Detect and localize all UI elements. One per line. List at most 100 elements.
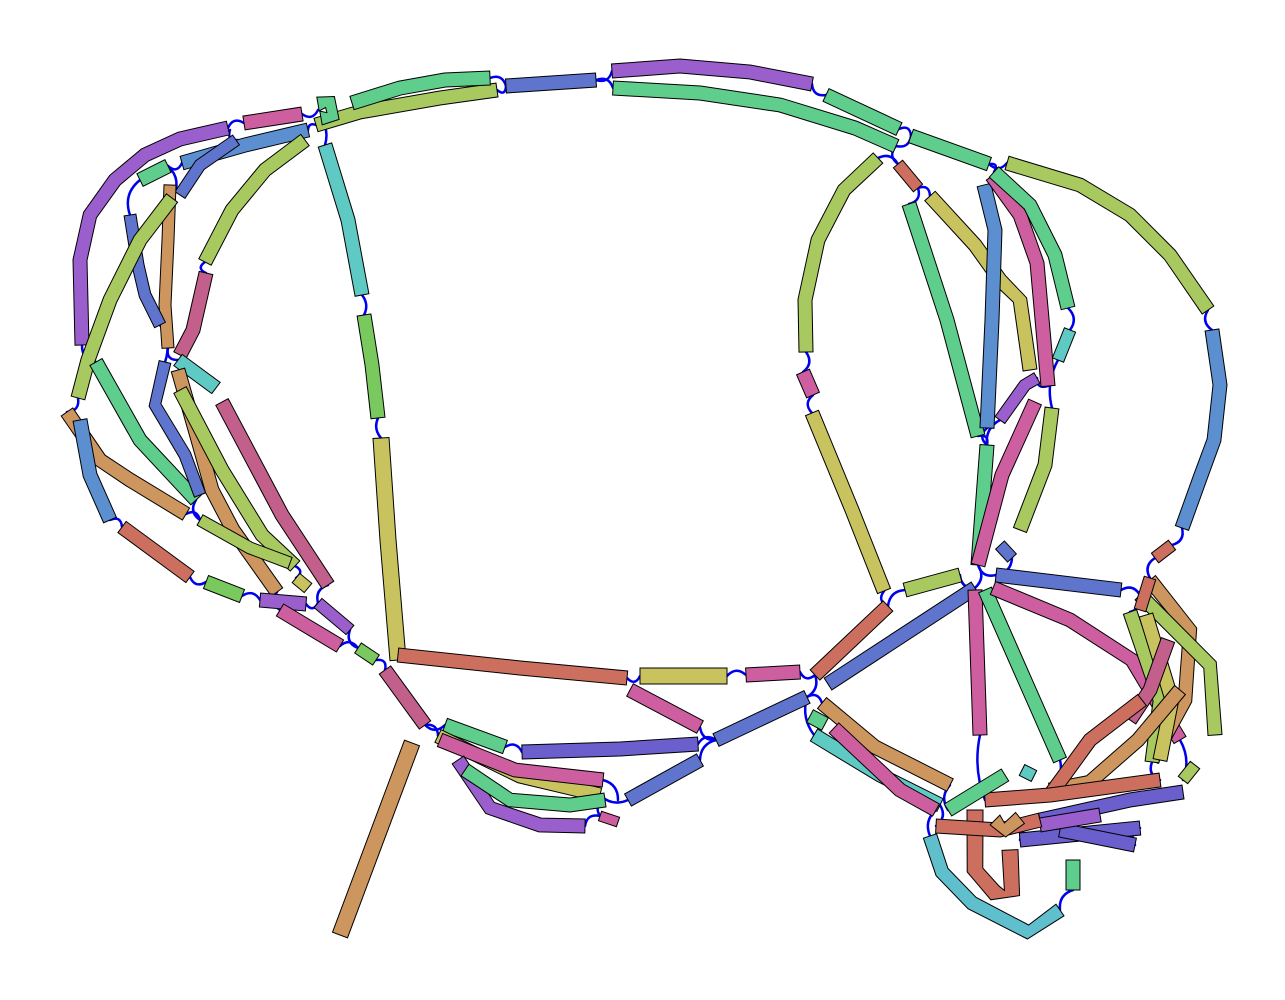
- graph-link: [594, 77, 615, 90]
- graph-segment[interactable]: [823, 581, 980, 691]
- graph-link: [374, 416, 383, 440]
- graph-segment[interactable]: [1065, 859, 1081, 891]
- graph-segment[interactable]: [215, 398, 335, 590]
- graph-segment[interactable]: [804, 409, 892, 595]
- graph-segment[interactable]: [597, 810, 621, 828]
- graph-segment[interactable]: [943, 768, 1010, 817]
- graph-segment[interactable]: [136, 159, 172, 187]
- graph-segment[interactable]: [198, 133, 310, 266]
- graph-segment[interactable]: [828, 722, 941, 817]
- graph-segment[interactable]: [809, 600, 894, 681]
- graph-segment[interactable]: [275, 603, 345, 653]
- graph-link: [347, 628, 360, 650]
- graph-segment[interactable]: [1174, 328, 1228, 532]
- graph-link: [126, 178, 142, 217]
- graph-segment[interactable]: [117, 520, 195, 584]
- graph-segment[interactable]: [1143, 574, 1198, 765]
- graph-segment[interactable]: [970, 398, 1043, 568]
- graph-link: [199, 260, 208, 275]
- graph-segment[interactable]: [242, 106, 304, 131]
- graph-segment[interactable]: [356, 313, 386, 420]
- graph-segment[interactable]: [1177, 760, 1201, 785]
- graph-segment[interactable]: [1133, 575, 1157, 613]
- graph-link: [725, 669, 748, 678]
- graph-segment[interactable]: [396, 647, 629, 686]
- graph-link: [1058, 888, 1075, 912]
- graph-link: [188, 575, 208, 586]
- graph-link: [601, 778, 620, 802]
- graph-segment[interactable]: [1012, 406, 1060, 534]
- graph-link: [1119, 586, 1142, 597]
- graph-segment[interactable]: [378, 665, 432, 730]
- graph-segment[interactable]: [316, 95, 340, 126]
- graph-segment[interactable]: [291, 572, 313, 594]
- graph-segment[interactable]: [623, 753, 705, 807]
- graph-segment[interactable]: [988, 166, 1076, 311]
- graph-segment[interactable]: [441, 717, 509, 755]
- graph-link: [226, 119, 246, 130]
- graph-segment[interactable]: [922, 833, 1065, 940]
- graph-link: [495, 84, 508, 94]
- graph-segment[interactable]: [967, 589, 988, 736]
- graph-link: [805, 693, 824, 705]
- graph-segment[interactable]: [612, 80, 900, 154]
- graph-link: [625, 674, 642, 683]
- graph-segment[interactable]: [892, 159, 924, 193]
- graph-segment[interactable]: [1051, 327, 1077, 363]
- graph-link: [488, 75, 508, 88]
- graph-segment[interactable]: [976, 182, 1003, 429]
- graph-segment[interactable]: [902, 567, 963, 598]
- graph-segment[interactable]: [797, 152, 884, 353]
- graph-segment[interactable]: [173, 270, 214, 359]
- graph-segment[interactable]: [174, 134, 241, 199]
- graph-segment[interactable]: [331, 739, 421, 939]
- graph-segment[interactable]: [901, 201, 986, 439]
- graph-segment[interactable]: [72, 418, 118, 524]
- graph-link: [698, 738, 718, 762]
- graph-segment[interactable]: [349, 70, 491, 111]
- graph-link: [985, 418, 1002, 447]
- graph-segment[interactable]: [994, 567, 1123, 598]
- graph-segment[interactable]: [196, 514, 293, 570]
- graph-link: [798, 670, 817, 680]
- graph-segment[interactable]: [1018, 763, 1038, 783]
- graph-segment[interactable]: [372, 436, 407, 662]
- graph-segment[interactable]: [1004, 155, 1215, 315]
- graph-segment[interactable]: [610, 58, 814, 92]
- graph-segment[interactable]: [317, 142, 370, 297]
- graph-segment[interactable]: [354, 642, 380, 666]
- graph-link: [1203, 308, 1214, 332]
- graph-segment[interactable]: [70, 193, 179, 401]
- graph-segment[interactable]: [994, 372, 1041, 425]
- graph-links: [65, 69, 1214, 912]
- graph-segment[interactable]: [989, 811, 1026, 838]
- graph-segment[interactable]: [313, 597, 355, 636]
- graph-segment[interactable]: [712, 690, 811, 747]
- graph-segment[interactable]: [521, 736, 699, 760]
- graph-segment[interactable]: [639, 667, 728, 685]
- graph-segment[interactable]: [907, 128, 993, 172]
- graph-segment[interactable]: [504, 72, 598, 94]
- graph-segment[interactable]: [994, 540, 1018, 563]
- graph-link: [1146, 556, 1157, 580]
- graph-segment[interactable]: [436, 732, 605, 788]
- graph-segment[interactable]: [806, 709, 829, 731]
- graph-link: [240, 591, 262, 602]
- graph-segment[interactable]: [822, 88, 903, 136]
- graph-segment[interactable]: [745, 664, 801, 683]
- graph-link: [166, 346, 180, 362]
- graph-segment[interactable]: [202, 574, 246, 604]
- graph-segment[interactable]: [460, 763, 607, 813]
- graph-segment[interactable]: [89, 357, 202, 506]
- graph-link: [360, 293, 368, 317]
- graph-link: [897, 126, 913, 138]
- graph-segment[interactable]: [173, 386, 301, 572]
- graph-segment[interactable]: [626, 683, 704, 734]
- graph-link: [886, 588, 907, 608]
- graph-segment[interactable]: [977, 586, 1068, 764]
- graph-segment[interactable]: [795, 368, 821, 399]
- graph-segment[interactable]: [173, 353, 221, 395]
- graph-link: [916, 185, 932, 198]
- graph-segment[interactable]: [1150, 539, 1177, 564]
